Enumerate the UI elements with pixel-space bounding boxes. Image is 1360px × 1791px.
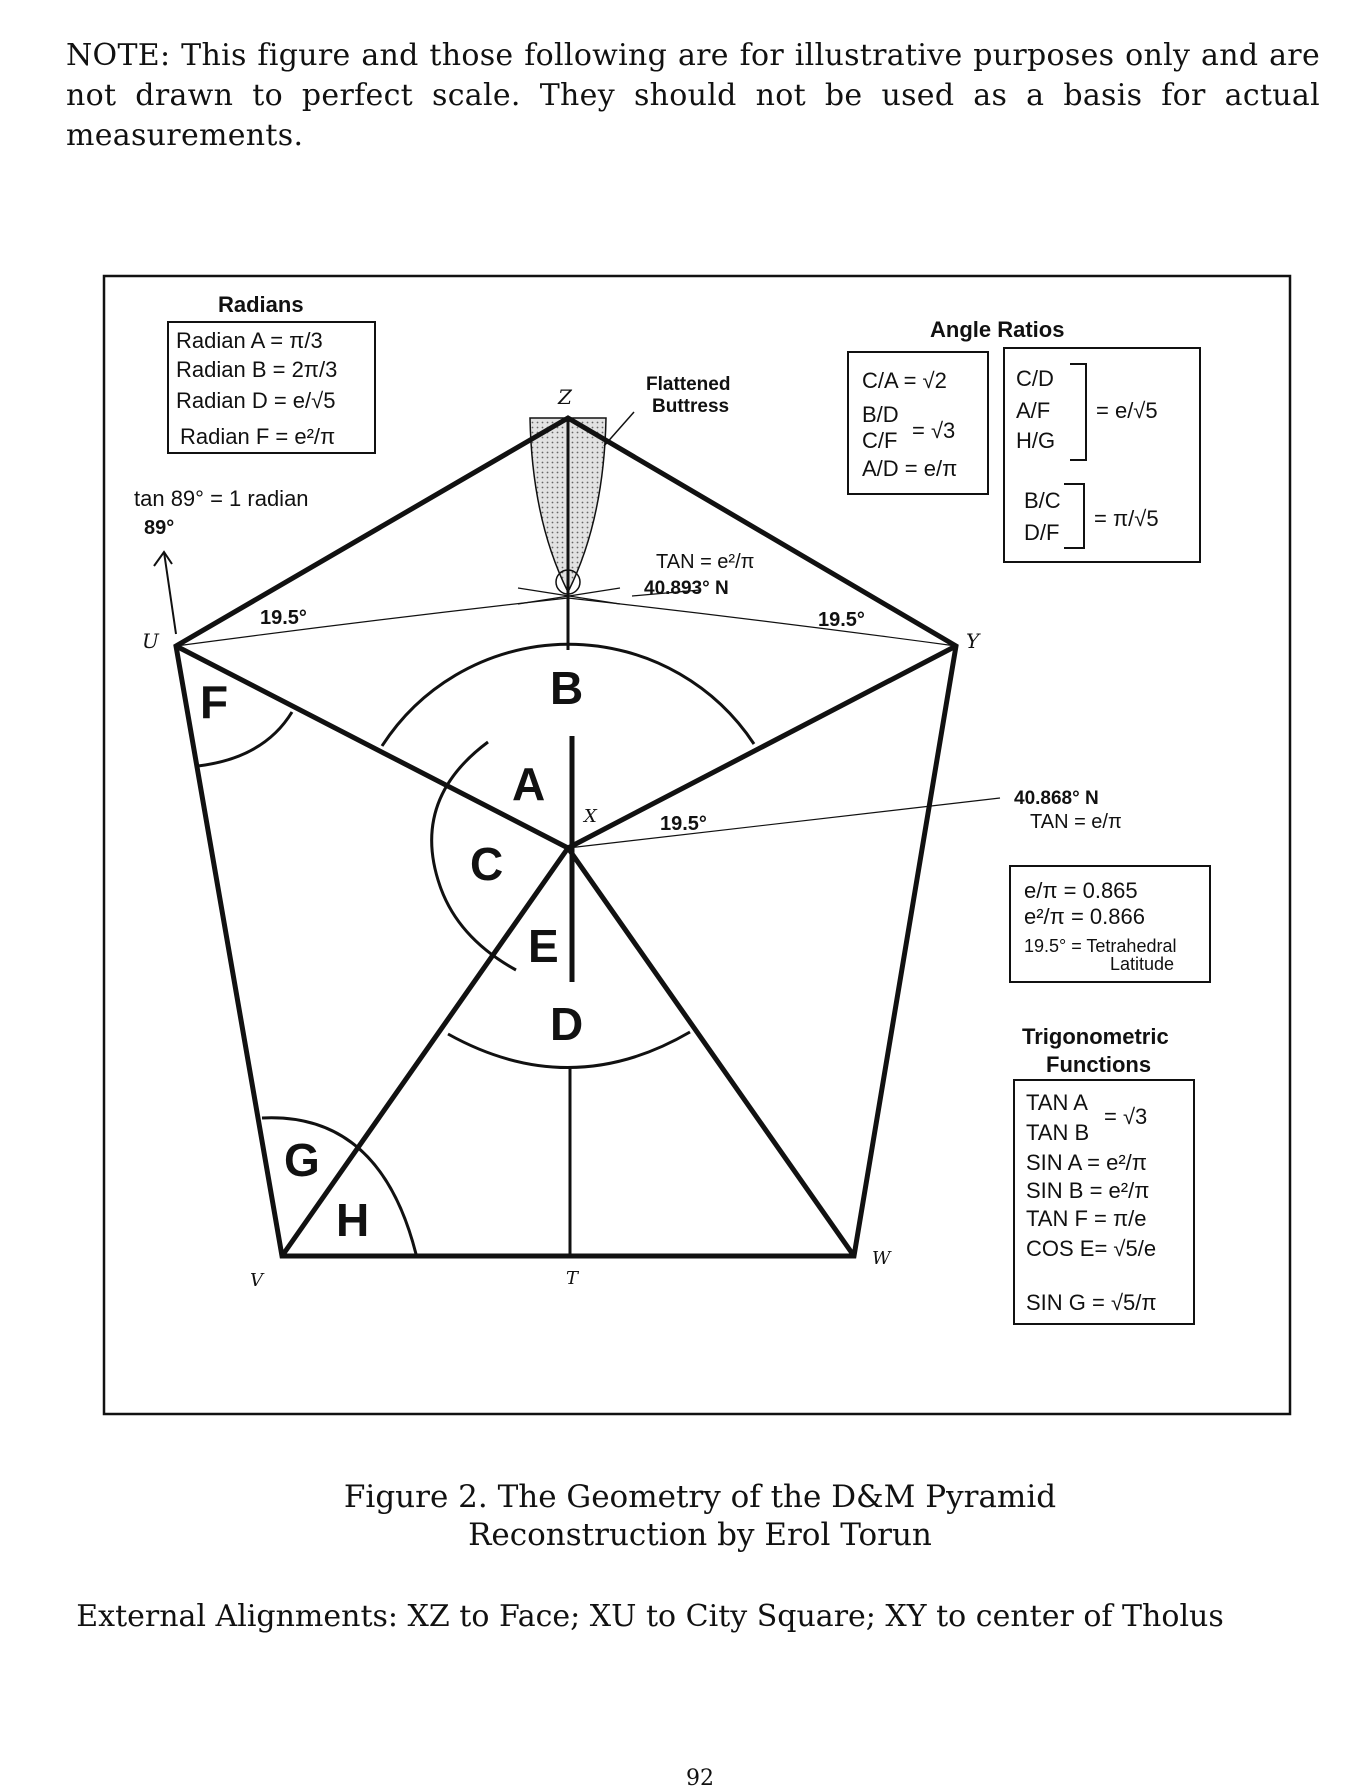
angle-ratios-right-box <box>1003 347 1201 563</box>
ratio-bc: B/C <box>1024 488 1061 513</box>
trig-tan-a: TAN A <box>1026 1090 1088 1115</box>
trig-cos-e: COS E= √5/e <box>1026 1236 1156 1261</box>
ratio-ad: A/D = e/π <box>862 456 957 481</box>
const-e-pi: e/π = 0.865 <box>1024 878 1138 903</box>
right-alignment-line <box>567 797 1001 849</box>
vertex-w: W <box>872 1248 892 1269</box>
radians-title: Radians <box>218 292 304 317</box>
arc-b <box>380 642 756 747</box>
line-xy-inner <box>566 643 958 851</box>
note-text: NOTE: This figure and those following ar… <box>66 38 1320 153</box>
trig-tan-b: TAN B <box>1026 1120 1089 1145</box>
vertex-u: U <box>142 629 160 653</box>
ratio-group1-eq: = e/√5 <box>1096 398 1158 423</box>
const-tetra: 19.5° = Tetrahedral <box>1024 936 1176 956</box>
trig-title-1: Trigonometric <box>1022 1024 1169 1049</box>
radians-row-f: Radian F = e²/π <box>180 424 335 449</box>
tan89-label: tan 89° = 1 radian <box>134 486 309 511</box>
const-latitude: Latitude <box>1110 954 1174 974</box>
cross-mark-2 <box>517 587 621 605</box>
angle-ratios-left-box <box>847 351 989 495</box>
ratio-hg: H/G <box>1016 428 1055 453</box>
ratio-group2-eq: = π/√5 <box>1094 506 1159 531</box>
radians-box <box>167 321 376 454</box>
region-b: B <box>550 662 583 714</box>
line-xu <box>174 643 570 851</box>
region-c: C <box>470 838 503 890</box>
arc-d <box>447 1030 691 1069</box>
arc-c <box>430 740 517 972</box>
right-lat-2: TAN = e/π <box>1030 811 1122 833</box>
arc-f <box>197 711 294 768</box>
region-d: D <box>550 998 583 1050</box>
vertex-v: V <box>250 1270 265 1291</box>
ratio-ca: C/A = √2 <box>862 368 947 393</box>
trig-sin-b: SIN B = e²/π <box>1026 1178 1149 1203</box>
arrow-89-head <box>153 550 173 567</box>
arrow-89-shaft <box>163 551 177 635</box>
trig-box <box>1013 1079 1195 1325</box>
line-xw <box>565 846 857 1258</box>
angle-ratios-title: Angle Ratios <box>930 317 1064 342</box>
region-a: A <box>512 758 545 810</box>
flattened-label-2: Buttress <box>652 396 729 417</box>
vertex-x: X <box>582 806 598 827</box>
radians-row-a: Radian A = π/3 <box>176 328 323 353</box>
trig-sin-a: SIN A = e²/π <box>1026 1150 1147 1175</box>
deg89-label: 89° <box>144 517 174 539</box>
arc-gh <box>261 1116 418 1255</box>
ratio-bd-cf-eq: = √3 <box>912 418 955 443</box>
page-number: 92 <box>686 1766 714 1791</box>
ratio-cf: C/F <box>862 428 897 453</box>
ratio-df: D/F <box>1024 520 1059 545</box>
radians-row-d: Radian D = e/√5 <box>176 388 335 413</box>
vertex-t: T <box>566 1268 580 1289</box>
figure-caption-title: Figure 2. The Geometry of the D&M Pyrami… <box>343 1479 1057 1515</box>
external-alignments-text: External Alignments: XZ to Face; XU to C… <box>76 1599 1224 1634</box>
trig-sin-g: SIN G = √5/π <box>1026 1290 1157 1315</box>
pentagon-outline <box>173 415 959 1259</box>
trig-tan-f: TAN F = π/e <box>1026 1206 1147 1231</box>
trig-tan-ab-eq: = √3 <box>1104 1104 1147 1129</box>
angle-left-label: 19.5° <box>260 607 307 629</box>
vertex-y: Y <box>966 629 981 653</box>
radians-row-b: Radian B = 2π/3 <box>176 357 337 382</box>
ratio-bd: B/D <box>862 402 899 427</box>
region-g: G <box>284 1134 320 1186</box>
region-e: E <box>528 920 559 972</box>
const-e2-pi: e²/π = 0.866 <box>1024 904 1145 929</box>
right-lat-1: 40.868° N <box>1014 788 1099 809</box>
constants-box <box>1009 865 1211 983</box>
region-f: F <box>200 676 228 728</box>
region-h: H <box>336 1194 369 1246</box>
tan-top-1: TAN = e²/π <box>656 551 754 573</box>
vertex-z: Z <box>557 385 573 409</box>
ratio-cd: C/D <box>1016 366 1054 391</box>
figure-caption-subtitle: Reconstruction by Erol Torun <box>468 1517 932 1553</box>
angle-center-label: 19.5° <box>660 813 707 835</box>
ratio-af: A/F <box>1016 398 1050 423</box>
latitude-line-left <box>175 597 569 647</box>
flattened-label-1: Flattened <box>646 374 730 395</box>
bracket-2 <box>1064 483 1085 549</box>
bracket-1 <box>1070 363 1087 461</box>
figure-frame <box>102 274 1292 1416</box>
tan-top-2: 40.893° N <box>644 578 729 599</box>
angle-right-label: 19.5° <box>818 609 865 631</box>
line-xv <box>279 846 571 1258</box>
trig-title-2: Functions <box>1046 1052 1151 1077</box>
latitude-line-right <box>567 597 957 647</box>
tan-top-pointer <box>631 589 701 597</box>
